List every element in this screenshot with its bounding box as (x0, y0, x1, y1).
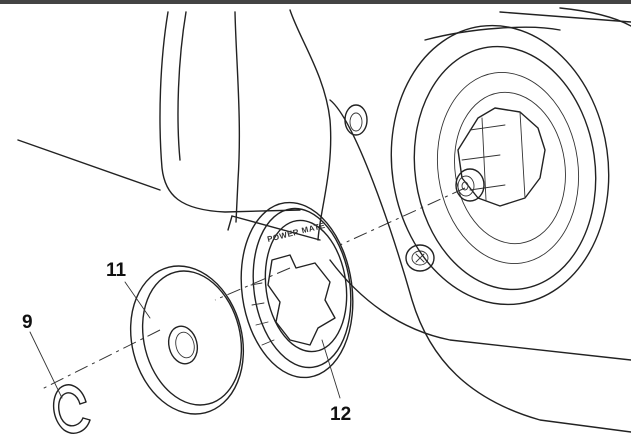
callout-12: 12 (330, 404, 351, 425)
sprocket-marking: POWER MATE (266, 221, 326, 244)
circlip (53, 384, 91, 434)
saw-housing (17, 7, 631, 433)
assembly-axis-line (39, 187, 466, 391)
drive-shaft (455, 168, 485, 202)
clutch-drum (390, 24, 610, 306)
rim-sprocket: POWER MATE (240, 201, 354, 379)
top-rule (0, 0, 631, 4)
callout-11: 11 (106, 260, 127, 281)
leader-lines (29, 281, 341, 399)
washer (129, 265, 245, 415)
bolt-head (405, 244, 435, 272)
callout-9: 9 (22, 312, 33, 333)
clutch-hub (457, 107, 546, 207)
